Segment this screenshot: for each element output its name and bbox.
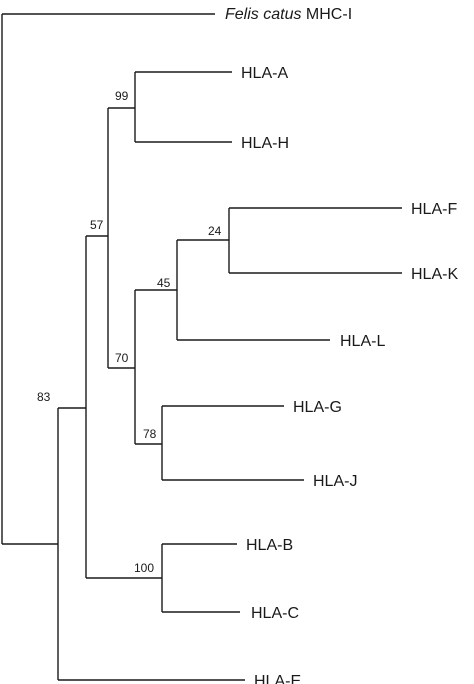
support-value-83: 83: [37, 390, 51, 404]
leaf-label-felis: Felis catus MHC-I: [225, 6, 352, 23]
support-value-70: 70: [115, 351, 129, 365]
leaf-label-felis-species: Felis catus: [225, 6, 301, 23]
support-value-100: 100: [134, 561, 154, 575]
leaf-label-hla-f: HLA-F: [411, 201, 457, 218]
leaf-label-hla-a: HLA-A: [241, 65, 288, 82]
leaf-label-hla-b: HLA-B: [246, 537, 293, 554]
leaf-label-hla-c: HLA-C: [251, 605, 299, 622]
leaf-label-hla-j: HLA-J: [313, 473, 357, 490]
leaf-label-hla-k: HLA-K: [411, 266, 458, 283]
leaf-label-hla-g: HLA-G: [293, 399, 342, 416]
support-value-99: 99: [115, 89, 129, 103]
leaf-label-hla-h: HLA-H: [241, 135, 289, 152]
support-value-45: 45: [157, 276, 171, 290]
support-value-78: 78: [143, 427, 157, 441]
leaf-label-hla-e: HLA-E: [254, 673, 301, 684]
support-value-57: 57: [90, 218, 104, 232]
leaf-label-hla-l: HLA-L: [340, 333, 385, 350]
support-value-24: 24: [208, 224, 222, 238]
leaf-label-felis-gene: MHC-I: [306, 6, 352, 23]
